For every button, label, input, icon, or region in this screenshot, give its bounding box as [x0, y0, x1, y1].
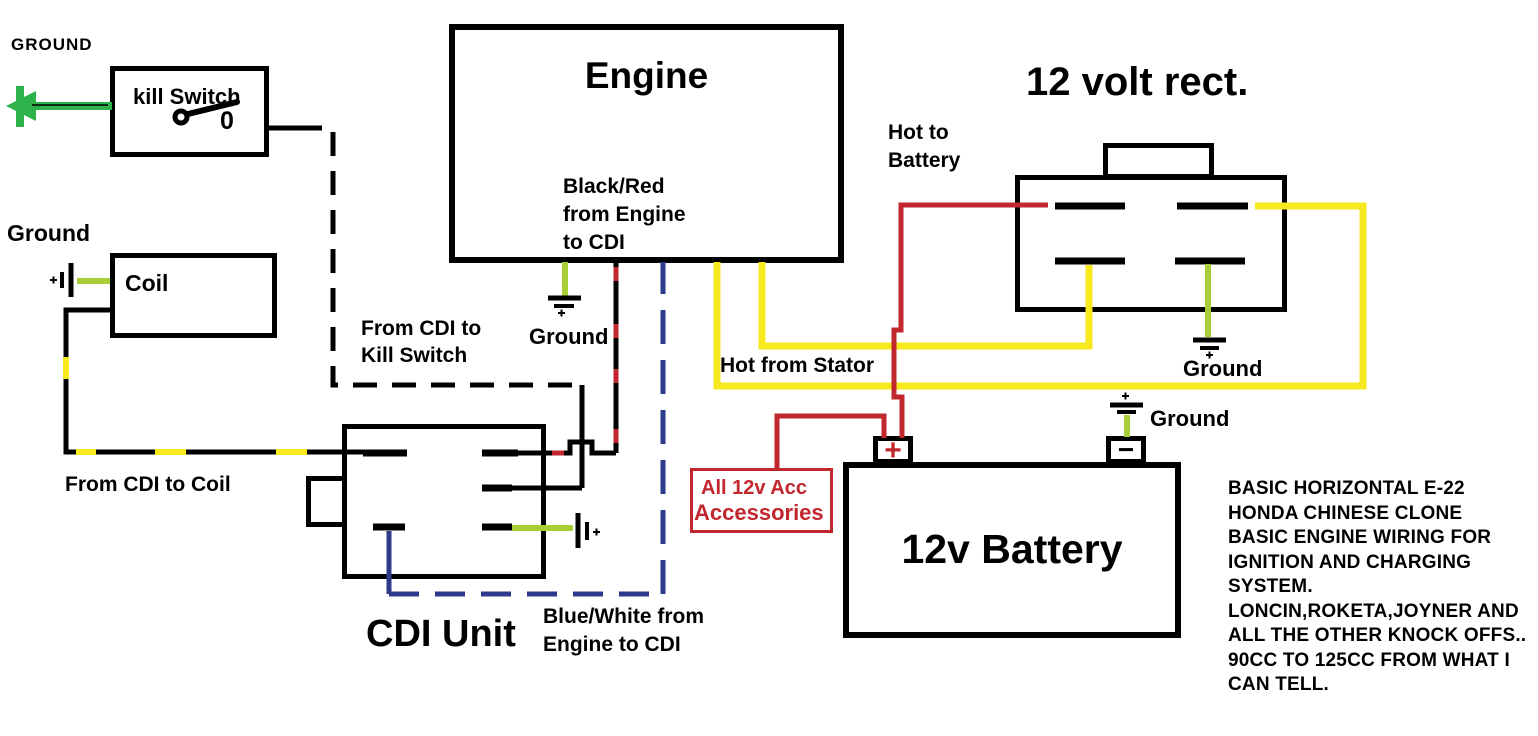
blue-white-label-1: Blue/White from [543, 605, 704, 628]
wire-accessories-branch [774, 413, 887, 468]
note-line: SYSTEM. [1228, 576, 1313, 597]
kill-switch-ground-arrow-icon [6, 86, 112, 127]
accessories-label-1: All 12v Acc [701, 477, 807, 499]
cdi-connector-tab [306, 476, 347, 527]
battery-plus-glyph: + [884, 433, 902, 467]
note-line: BASIC ENGINE WIRING FOR [1228, 527, 1492, 548]
note-line: 90CC TO 125CC FROM WHAT I [1228, 649, 1510, 671]
note-line: CAN TELL. [1228, 674, 1330, 695]
switch-contact-glyph: 0 [220, 107, 234, 135]
coil-label: Coil [125, 270, 169, 296]
from-cdi-coil-label: From CDI to Coil [65, 473, 231, 496]
rectifier-tab [1103, 143, 1214, 179]
note-line: ALL THE OTHER KNOCK OFFS.. [1228, 625, 1527, 646]
cdi-label: CDI Unit [366, 613, 516, 655]
battery-box [843, 462, 1181, 638]
battery-label: 12v Battery [901, 526, 1123, 573]
battery-ground-icon [1110, 392, 1143, 437]
hot-to-battery-label-1: Hot to [888, 121, 949, 144]
hot-to-battery-label-2: Battery [888, 149, 961, 172]
note-line: IGNITION AND CHARGING [1228, 551, 1472, 573]
rectifier-box [1015, 175, 1287, 312]
from-cdi-kill-label-1: From CDI to [361, 317, 482, 340]
note-line: LONCIN,ROKETA,JOYNER AND [1228, 600, 1519, 622]
blue-white-label-2: Engine to CDI [543, 633, 681, 656]
black-red-label-2: from Engine [563, 203, 686, 226]
ground-rectifier-label: Ground [1183, 356, 1263, 381]
hot-from-stator-label: Hot from Stator [720, 354, 874, 377]
kill-switch-box [110, 66, 269, 157]
ground-engine-label: Ground [529, 324, 609, 349]
black-red-label-3: to CDI [563, 231, 625, 254]
note-line: HONDA CHINESE CLONE [1228, 502, 1463, 524]
kill-switch-label: kill Switch [133, 84, 241, 109]
cdi-box [342, 424, 546, 579]
note-block: BASIC HORIZONTAL E-22 HONDA CHINESE CLON… [1228, 477, 1538, 698]
rectifier-title: 12 volt rect. [1026, 60, 1249, 104]
accessories-label-2: Accessories [694, 500, 824, 525]
from-cdi-kill-label-2: Kill Switch [361, 344, 468, 367]
ground-top-label: GROUND [11, 35, 93, 54]
coil-ground-icon [50, 263, 110, 297]
accessories-box [690, 468, 833, 533]
engine-ground-icon [548, 262, 581, 317]
engine-label: Engine [584, 55, 709, 96]
note-line: BASIC HORIZONTAL E-22 [1228, 478, 1465, 499]
ground-battery-label: Ground [1150, 406, 1230, 431]
battery-minus-glyph: − [1117, 433, 1135, 465]
ground-coil-label: Ground [7, 220, 91, 246]
battery-minus-terminal [1106, 436, 1146, 464]
black-red-label-1: Black/Red [563, 175, 665, 198]
